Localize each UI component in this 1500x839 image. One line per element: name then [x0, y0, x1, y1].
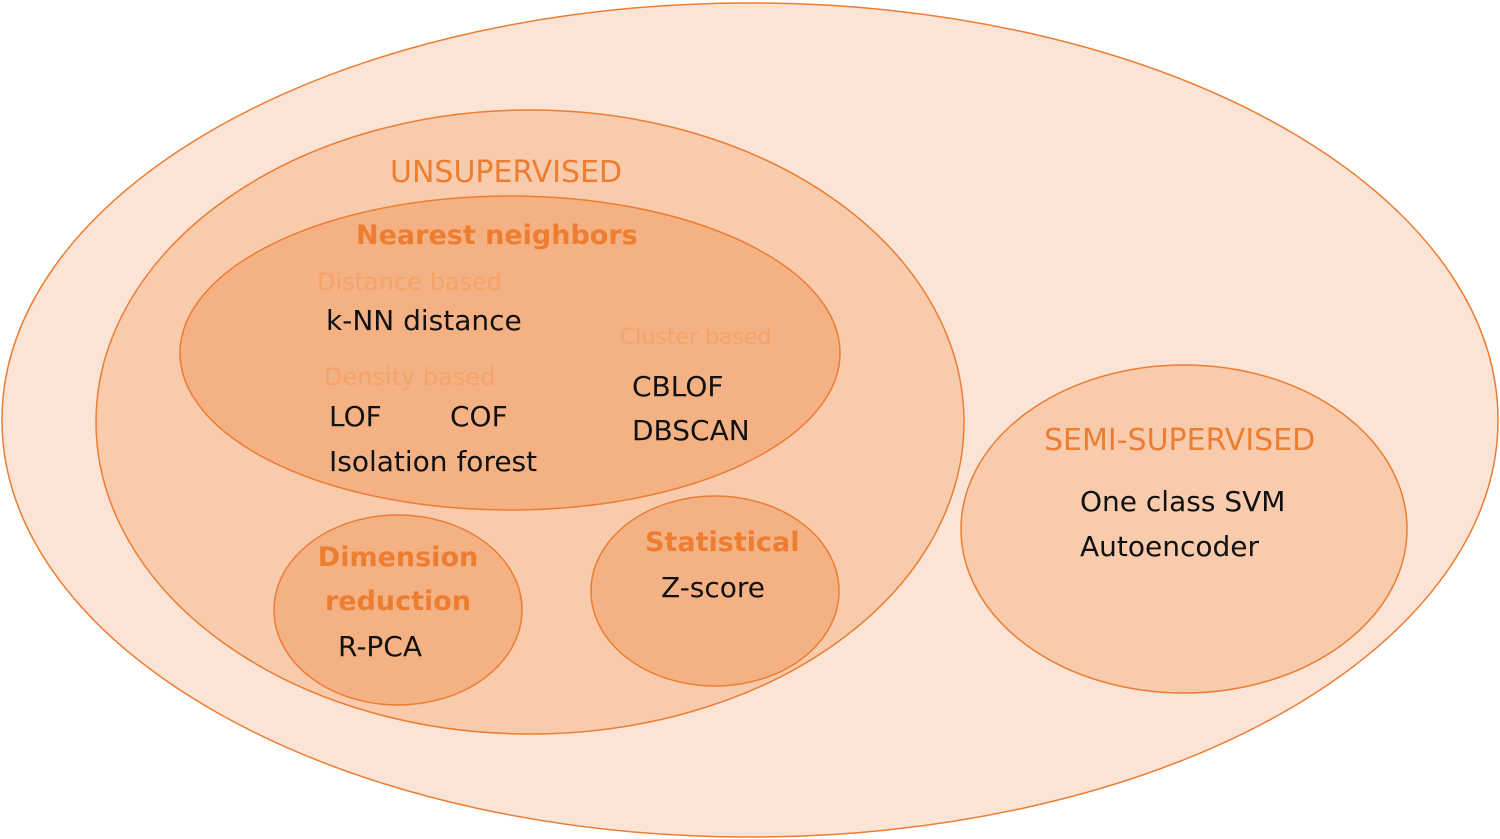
statistical-ellipse	[590, 495, 840, 687]
nearest-neighbors-ellipse	[179, 195, 841, 511]
dimension-reduction-title-line2: reduction	[324, 586, 472, 617]
method-one-class-svm: One class SVM	[1080, 485, 1286, 518]
method-lof: LOF	[329, 400, 382, 433]
method-r-pca: R-PCA	[338, 630, 423, 663]
method-cblof: CBLOF	[632, 370, 724, 403]
dimension-reduction-title-line1: Dimension	[317, 542, 479, 573]
method-isolation-forest: Isolation forest	[329, 445, 538, 478]
dimension-reduction-ellipse	[273, 514, 523, 706]
distance-based-label: Distance based	[317, 268, 503, 296]
semi-supervised-title: SEMI-SUPERVISED	[1044, 423, 1316, 458]
nearest-neighbors-title: Nearest neighbors	[356, 220, 638, 251]
method-knn-distance: k-NN distance	[326, 304, 522, 337]
method-autoencoder: Autoencoder	[1080, 530, 1260, 563]
density-based-label: Density based	[324, 363, 496, 391]
method-cof: COF	[450, 400, 508, 433]
cluster-based-label: Cluster based	[620, 325, 772, 350]
method-z-score: Z-score	[661, 571, 766, 604]
statistical-title: Statistical	[645, 527, 800, 558]
method-dbscan: DBSCAN	[632, 414, 750, 447]
semi-supervised-ellipse	[960, 364, 1408, 694]
unsupervised-title: UNSUPERVISED	[390, 155, 623, 190]
